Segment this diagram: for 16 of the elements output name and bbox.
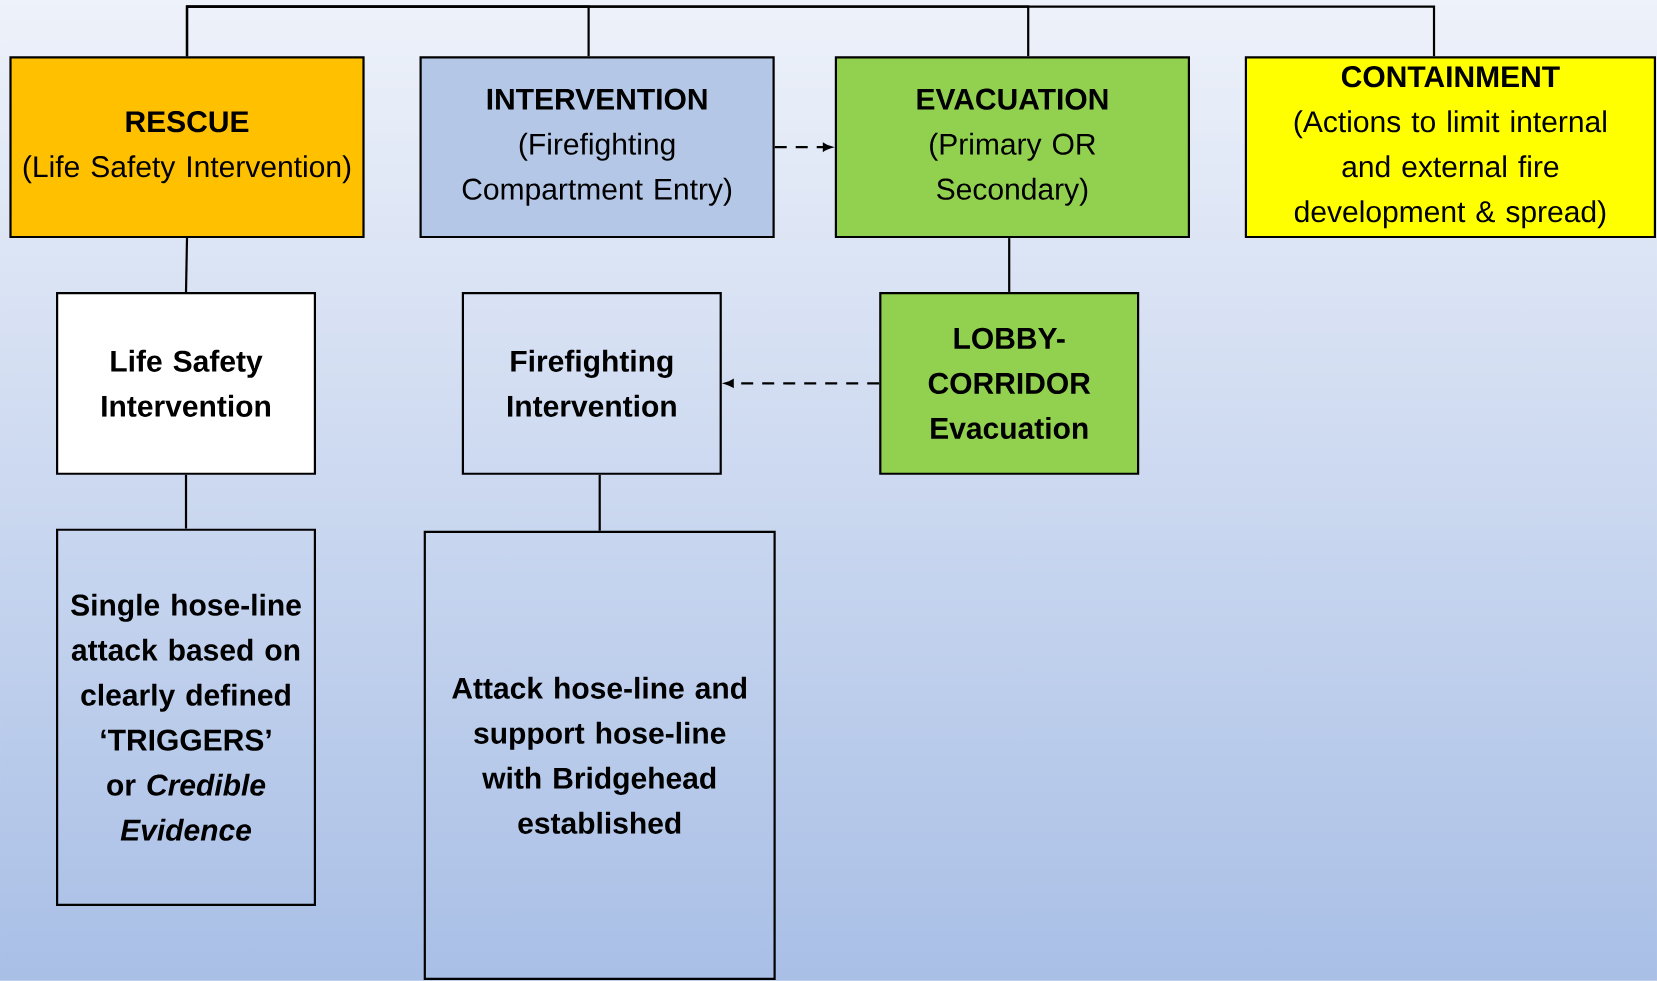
process-box: Single hose-line attack based on clearly defined ‘TRIGGERS’ or Credible Evidence xyxy=(56,528,316,906)
connector-line xyxy=(184,238,189,292)
process-box: Firefighting Intervention xyxy=(461,291,722,475)
category-box: INTERVENTION (Firefighting Compartment Entry) xyxy=(419,56,775,239)
connector-line xyxy=(184,474,188,529)
category-box: RESCUE (Life Safety Intervention) xyxy=(9,56,365,239)
process-box: LOBBY-CORRIDOR Evacuation xyxy=(879,291,1140,475)
dashed-arrow xyxy=(724,379,880,388)
connector-line xyxy=(598,474,601,531)
dashed-arrow xyxy=(774,143,832,152)
process-box: Life Safety Intervention xyxy=(56,291,316,475)
connector-line xyxy=(185,5,1436,57)
category-box: EVACUATION (Primary OR Secondary) xyxy=(834,56,1190,239)
connector-line xyxy=(1008,238,1011,292)
category-box: CONTAINMENT (Actions to limit internal and external fire development & spread) xyxy=(1244,56,1656,239)
process-box: Attack hose-line and support hose-line with Bridgehead established xyxy=(423,530,776,980)
